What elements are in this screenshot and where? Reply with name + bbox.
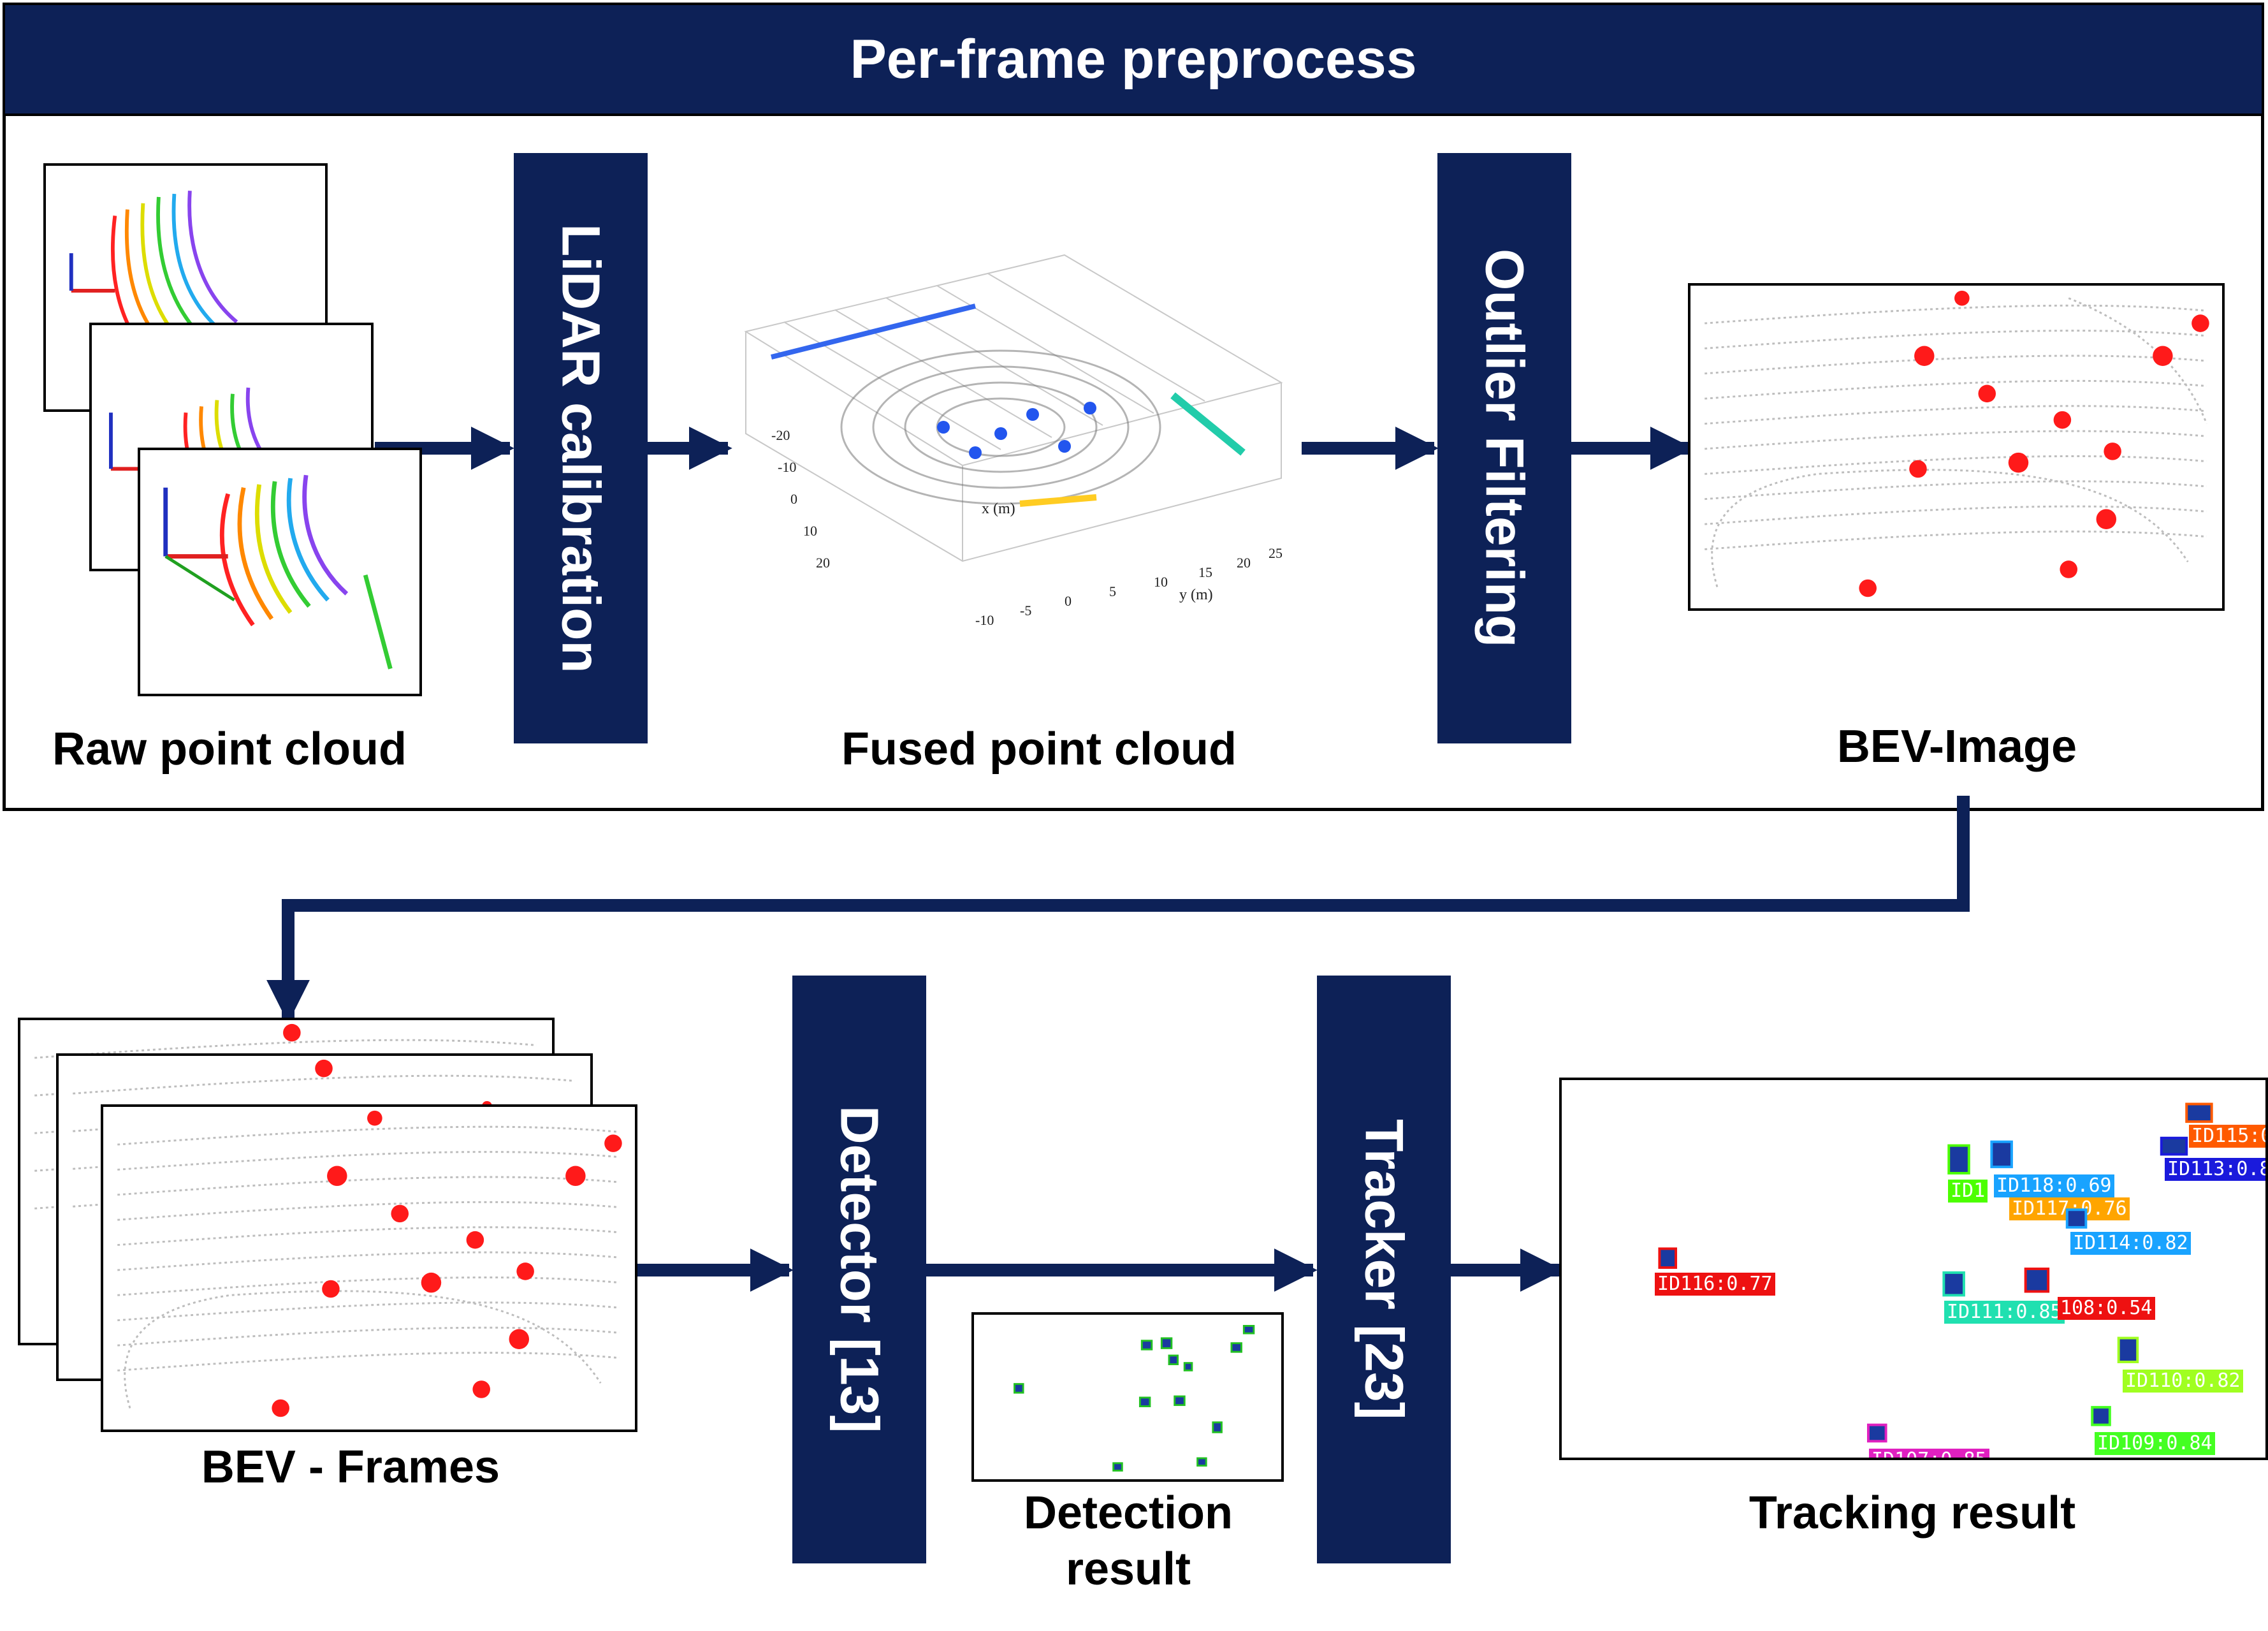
label-raw-point-cloud: Raw point cloud	[52, 724, 407, 775]
track-label-118: ID118:0.69	[1994, 1174, 2114, 1197]
label-detection-result-2: result	[1065, 1544, 1191, 1595]
header-title: Per-frame preprocess	[850, 28, 1417, 90]
outlier-filtering-stage: Outlier Filtering	[1437, 153, 1571, 743]
label-tracking-result: Tracking result	[1748, 1488, 2076, 1539]
track-label-114: ID114:0.82	[2070, 1232, 2191, 1255]
lidar-calibration-stage: LiDAR calibration	[514, 153, 648, 743]
label-detection-result-1: Detection	[1023, 1488, 1233, 1539]
outlier-filtering-label: Outlier Filtering	[1474, 249, 1535, 648]
label-fused-point-cloud: Fused point cloud	[841, 724, 1237, 775]
fused-x-tick-0: -20	[771, 427, 790, 443]
fused-y-tick-0: -10	[975, 612, 994, 628]
fused-x-tick-3: 10	[803, 523, 817, 539]
fused-y-tick-2: 0	[1065, 593, 1072, 609]
label-bev-frames: BEV - Frames	[201, 1442, 500, 1493]
track-label-116: ID116:0.77	[1655, 1273, 1775, 1296]
track-label-115: ID115:0	[2189, 1125, 2265, 1148]
tracker-label: Tracker [23]	[1354, 1119, 1414, 1420]
fused-y-tick-6: 20	[1237, 555, 1251, 571]
track-label-107: ID107:0.85	[1869, 1449, 1989, 1458]
fused-point-cloud-plot: x (m) -20 -10 0 10 20 y (m) -10 -5 0 5 1…	[733, 242, 1294, 650]
raw-frame-front	[138, 448, 422, 696]
fused-y-label: y (m)	[1179, 587, 1213, 603]
fused-y-tick-7: 25	[1268, 545, 1283, 561]
fused-y-tick-5: 15	[1198, 564, 1212, 580]
fused-y-tick-4: 10	[1154, 574, 1168, 590]
track-label-110: ID110:0.82	[2123, 1370, 2243, 1393]
track-label-113: ID113:0.8	[2165, 1158, 2265, 1181]
bev-frame-front	[101, 1104, 637, 1432]
tracking-result-image: ID115:0 ID113:0.8 ID118:0.69 ID1 ID117:0…	[1559, 1078, 2268, 1460]
track-label-1: ID1	[1948, 1180, 1988, 1203]
fused-x-tick-1: -10	[778, 459, 796, 475]
tracker-stage: Tracker [23]	[1317, 976, 1451, 1563]
fused-y-tick-3: 5	[1109, 583, 1116, 599]
arrow-bev-to-frames	[266, 796, 1970, 1023]
label-bev-image: BEV-Image	[1836, 721, 2077, 772]
bev-image	[1688, 283, 2225, 611]
fused-x-tick-4: 20	[816, 555, 830, 571]
track-label-108: 108:0.54	[2058, 1297, 2155, 1320]
header-banner: Per-frame preprocess	[3, 3, 2264, 116]
track-label-109: ID109:0.84	[2095, 1432, 2215, 1455]
fused-x-tick-2: 0	[790, 491, 797, 507]
preprocess-panel	[3, 116, 2264, 811]
detector-label: Detector [13]	[829, 1106, 890, 1433]
fused-y-tick-1: -5	[1020, 603, 1031, 618]
track-label-111: ID111:0.85	[1944, 1301, 2065, 1324]
detector-stage: Detector [13]	[792, 976, 926, 1563]
detection-result-image	[971, 1312, 1284, 1482]
fused-x-label: x (m)	[982, 501, 1015, 517]
lidar-calibration-label: LiDAR calibration	[551, 223, 611, 673]
